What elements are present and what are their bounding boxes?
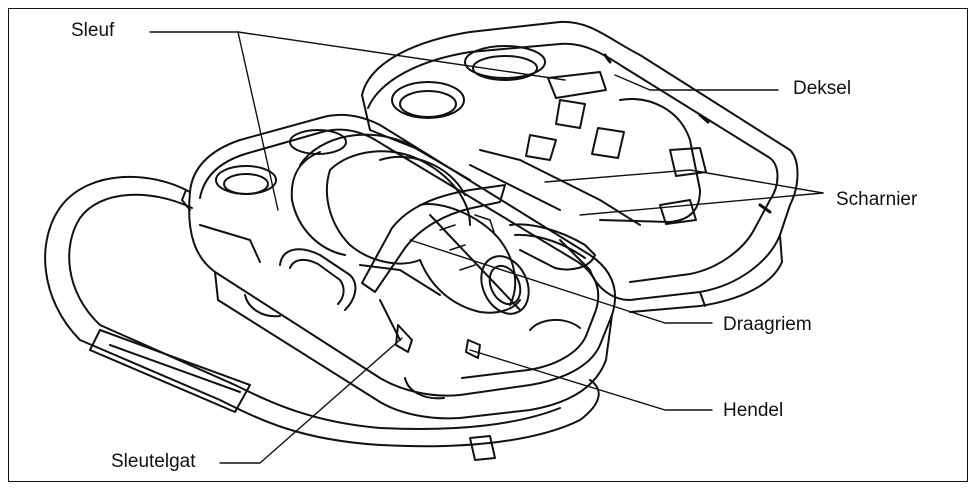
case-lid [361, 20, 799, 313]
label-deksel: Deksel [793, 78, 852, 99]
label-hendel: Hendel [723, 400, 784, 421]
leader-lines [149, 31, 824, 464]
case-base [181, 113, 616, 420]
label-sleutelgat: Sleutelgat [111, 451, 196, 472]
label-scharnier: Scharnier [836, 189, 918, 210]
label-draagriem: Draagriem [723, 314, 812, 335]
label-sleuf: Sleuf [71, 20, 115, 41]
carrying-strap-band [361, 184, 596, 293]
lens [290, 133, 530, 315]
diagram-frame [8, 8, 968, 482]
shoulder-strap [44, 175, 600, 461]
